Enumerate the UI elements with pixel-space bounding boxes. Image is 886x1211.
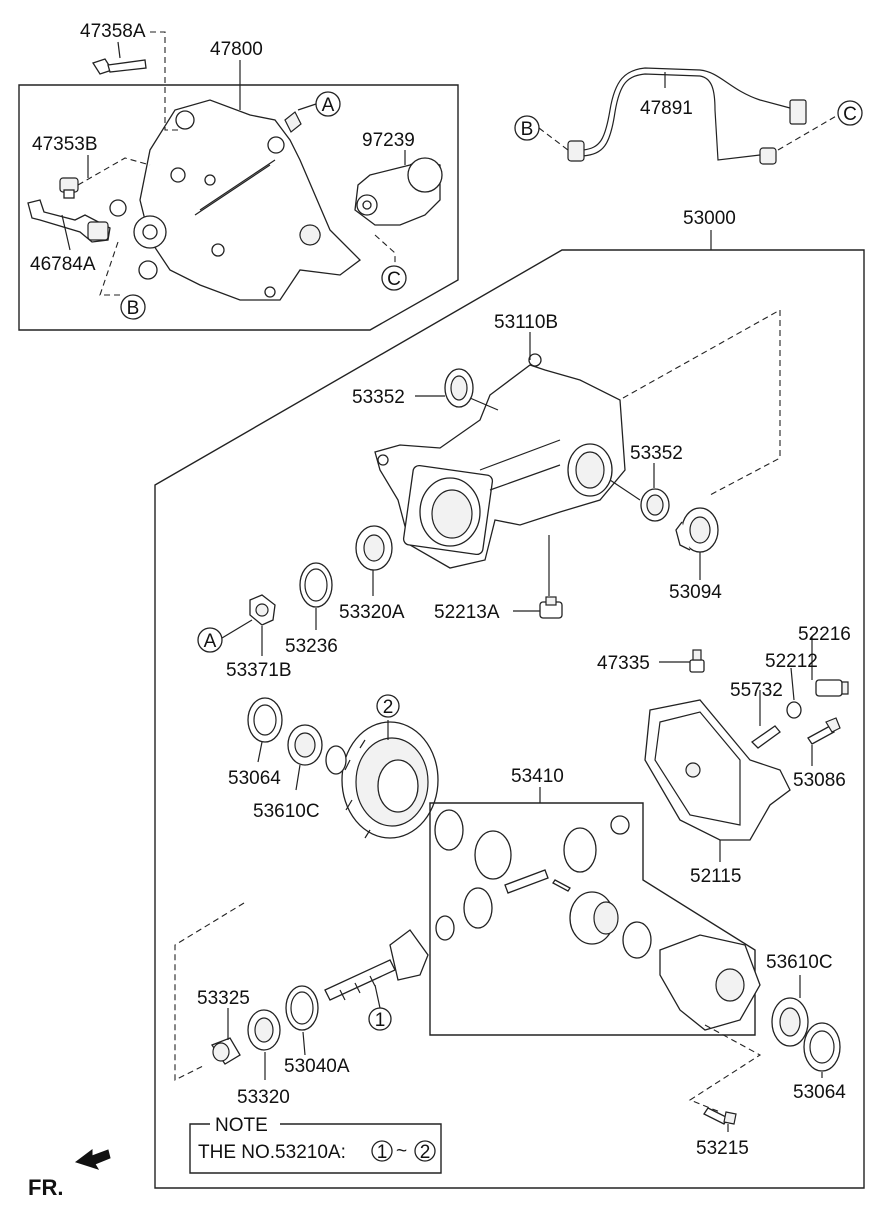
differential-internals-frame [429,802,756,1036]
label-53094: 53094 [669,582,722,603]
callout-c-motor: C [381,265,407,291]
front-label: FR. [28,1175,63,1200]
label-53410: 53410 [511,766,564,787]
note-box: NOTE THE NO.53210A: 1 ~ 2 [189,1115,442,1174]
label-53610C-right: 53610C [766,952,833,973]
svg-text:A: A [204,631,217,652]
motor-97239 [354,157,443,226]
differential-carrier-53110B [374,353,626,569]
breather-47335 [689,649,705,673]
label-53325: 53325 [197,988,250,1009]
collar-53325 [211,1037,241,1065]
note-range-sep: ~ [396,1141,407,1162]
callout-a-top: A [315,91,341,117]
bearing-53320A [355,525,393,571]
plug-52213A [539,596,563,619]
label-53064-right: 53064 [793,1082,846,1103]
label-52216: 52216 [798,624,851,645]
actuator-group-frame [18,84,459,331]
wiring-harness-47891 [567,67,807,165]
front-direction-arrow: FR. [28,1149,111,1200]
label-53040A: 53040A [284,1056,350,1077]
label-53610C-left: 53610C [253,801,320,822]
label-53000: 53000 [683,208,736,229]
race-53064-right [803,1022,841,1072]
race-53064-left [247,697,283,743]
bolt-53215 [703,1107,737,1125]
label-47358A: 47358A [80,21,146,42]
plug-52216 [815,679,849,697]
callout-2-ring-gear: 2 [376,694,400,718]
callout-1-pinion: 1 [368,1007,392,1031]
label-53352-left: 53352 [352,387,405,408]
main-assembly-frame [154,249,865,1189]
rear-cover-52115 [644,699,791,841]
bolt-47358A [92,58,147,75]
label-47891: 47891 [640,98,693,119]
svg-text:1: 1 [375,1010,386,1031]
label-47353B: 47353B [32,134,98,155]
pin-55732 [750,725,781,749]
label-47335: 47335 [597,653,650,674]
label-53215: 53215 [696,1138,749,1159]
svg-text:B: B [127,298,140,319]
shim-left [325,745,347,775]
label-53371B: 53371B [226,660,292,681]
nut-53371B [249,594,276,626]
ring-gear-53210A-2 [341,721,439,839]
sensor-47353B [59,177,79,199]
label-53320A: 53320A [339,602,405,623]
label-53236: 53236 [285,636,338,657]
label-55732: 55732 [730,680,783,701]
label-53086: 53086 [793,770,846,791]
bearing-53320 [247,1009,281,1051]
label-52115: 52115 [690,866,741,887]
connector-46784A [27,199,111,243]
note-range-from: 1 [377,1142,388,1163]
note-range-to: 2 [420,1142,431,1163]
callout-a-nut: A [197,627,223,653]
gasket-52212 [786,701,802,719]
svg-text:C: C [843,104,857,125]
callout-c-harness: C [837,100,863,126]
svg-text:B: B [521,119,534,140]
label-52213A: 52213A [434,602,500,623]
callout-b-connector: B [120,294,146,320]
label-53320: 53320 [237,1087,290,1108]
bearing-53610C-right [771,997,809,1047]
label-53110B: 53110B [494,312,558,333]
svg-text:A: A [322,95,335,116]
svg-text:C: C [387,269,401,290]
label-53064-left: 53064 [228,768,281,789]
flange-53094 [675,507,719,553]
label-47800: 47800 [210,39,263,60]
bolt-53086 [807,717,841,745]
label-52212: 52212 [765,651,818,672]
label-46784A: 46784A [30,254,96,275]
label-53352-right: 53352 [630,443,683,464]
callout-b-harness: B [514,115,540,141]
actuator-housing [109,99,361,301]
label-97239: 97239 [362,130,415,151]
svg-text:2: 2 [383,697,394,718]
drive-pinion-53210A-1 [324,929,429,1001]
differential-gears-53410 [434,809,652,959]
note-title: NOTE [215,1115,268,1136]
differential-case [659,934,761,1031]
note-text: THE NO.53210A: [198,1142,346,1163]
